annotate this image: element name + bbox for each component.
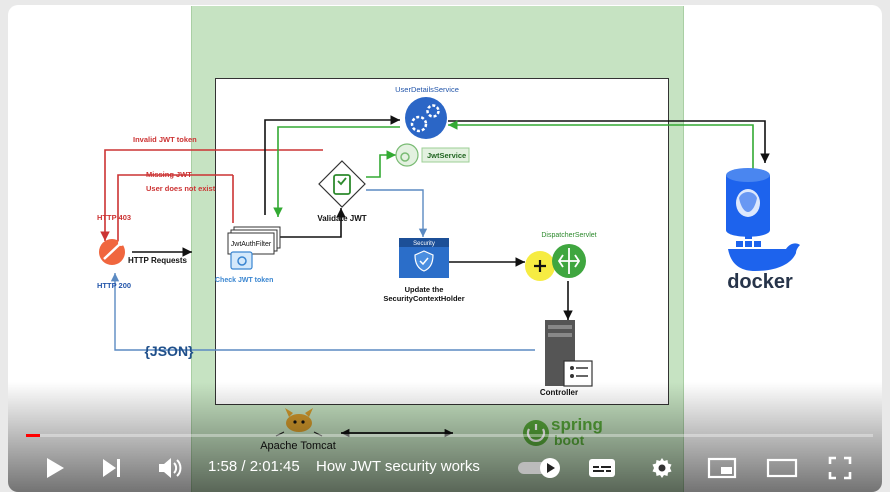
- jwt-diagram: UserDetailsService Invalid JWT token Mis…: [97, 85, 800, 452]
- play-icon: [47, 458, 64, 478]
- jwt-service-icon: [395, 143, 419, 167]
- jwt-service-box: [421, 147, 470, 163]
- theater-mode-icon: [766, 458, 798, 478]
- validate-jwt-icon: [318, 160, 366, 208]
- player-controls: 1:58 / 2:01:45 How JWT security works: [8, 448, 882, 488]
- jwt-auth-filter-stack: [227, 226, 281, 255]
- missing-jwt-label: Missing JWT: [146, 170, 192, 179]
- postgres-database-icon: [726, 168, 770, 237]
- http-403-label: HTTP 403: [97, 213, 131, 222]
- miniplayer-button[interactable]: [706, 454, 738, 482]
- theater-mode-button[interactable]: [766, 454, 798, 482]
- security-badge-label: Security: [413, 241, 435, 247]
- docker-whale-icon: [728, 233, 800, 271]
- skip-next-icon: [103, 459, 120, 477]
- progress-bar[interactable]: [26, 434, 873, 437]
- autoplay-toggle[interactable]: [517, 457, 563, 479]
- docker-label: docker: [727, 271, 793, 293]
- black-main-paths: [132, 115, 770, 438]
- validate-jwt-label: Validate JWT: [317, 214, 366, 223]
- dispatcher-servlet-icon: [552, 244, 586, 278]
- green-paths: [273, 120, 754, 217]
- user-not-exist-label: User does not exist: [146, 184, 216, 193]
- red-error-paths: [100, 149, 323, 241]
- volume-icon: [159, 458, 182, 478]
- json-label: {JSON}: [144, 343, 194, 359]
- settings-button[interactable]: [648, 454, 676, 482]
- video-frame[interactable]: UserDetailsService Invalid JWT token Mis…: [8, 5, 882, 492]
- play-button[interactable]: [41, 454, 69, 482]
- fullscreen-icon: [828, 456, 852, 480]
- invalid-jwt-label: Invalid JWT token: [133, 135, 197, 144]
- user-details-service-icon: [405, 97, 447, 139]
- tomcat-cat-icon: [275, 408, 323, 437]
- controller-label: Controller: [540, 388, 578, 397]
- update-context-label-1: Update the: [405, 285, 444, 294]
- blue-paths: [110, 189, 535, 351]
- subtitles-button[interactable]: [586, 454, 618, 482]
- volume-button[interactable]: [156, 454, 184, 482]
- http-200-label: HTTP 200: [97, 281, 131, 290]
- gear-icon: [652, 458, 672, 478]
- controller-icon: [545, 320, 593, 387]
- spring-logo-icon: [523, 420, 549, 446]
- autoplay-toggle-icon: [518, 458, 560, 478]
- dispatcher-servlet-label: DispatcherServlet: [541, 232, 596, 239]
- chapter-title[interactable]: How JWT security works: [316, 458, 480, 475]
- jwt-auth-filter-label: JwtAuthFilter: [231, 241, 272, 248]
- next-button[interactable]: [98, 454, 126, 482]
- subtitles-icon: [589, 459, 615, 477]
- time-display: 1:58 / 2:01:45: [208, 458, 300, 475]
- postman-icon: [99, 239, 125, 265]
- update-context-label-2: SecurityContextHolder: [383, 294, 464, 303]
- http-requests-label: HTTP Requests: [128, 256, 188, 265]
- check-jwt-icon: [230, 251, 253, 270]
- miniplayer-icon: [707, 457, 737, 479]
- cursor-highlight: [525, 251, 555, 281]
- progress-played: [26, 434, 40, 437]
- fullscreen-button[interactable]: [826, 454, 854, 482]
- jwt-service-label: JwtService: [427, 151, 466, 160]
- security-icon: [399, 238, 449, 278]
- user-details-service-label: UserDetailsService: [395, 85, 459, 94]
- check-jwt-label: Check JWT token: [215, 277, 273, 284]
